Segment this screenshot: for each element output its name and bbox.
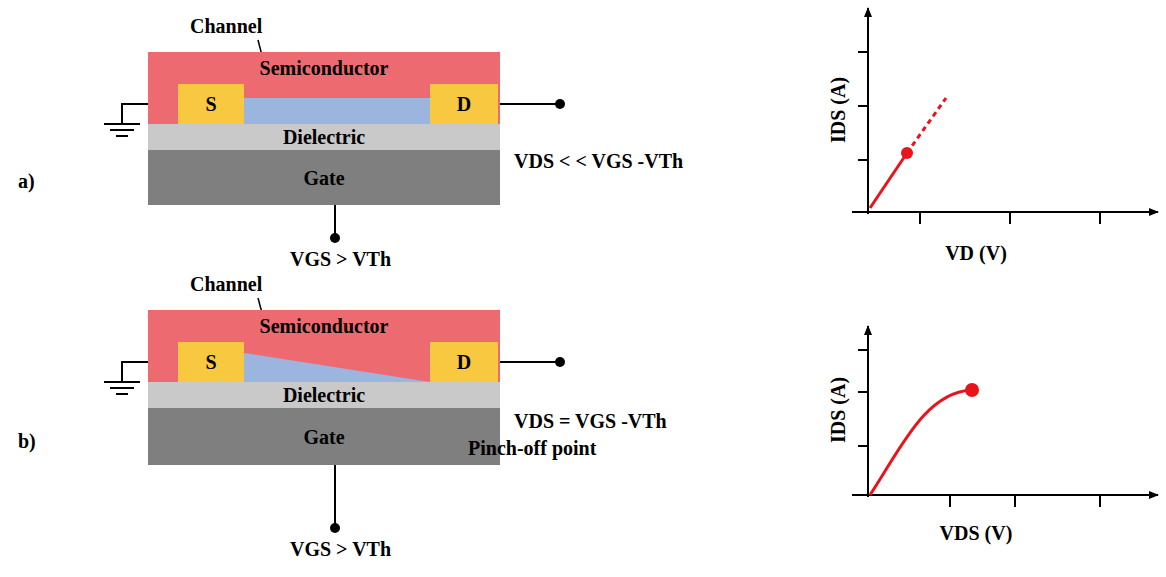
layer-label: S	[205, 351, 216, 373]
gate-electrode: Gate	[148, 150, 500, 205]
callout-label: Pinch-off point	[468, 437, 596, 459]
callout-label: Channel	[190, 273, 262, 295]
layer-label: D	[457, 93, 471, 115]
layer-label: Gate	[303, 426, 344, 448]
dielectric-layer: Dielectric	[148, 382, 500, 408]
source-contact: S	[178, 84, 244, 124]
layer-label: Semiconductor	[260, 315, 389, 337]
drain-contact: D	[430, 342, 498, 382]
layer-label: Gate	[303, 167, 344, 189]
bias-condition: VGS > VTh	[290, 248, 391, 270]
axis-title: IDS (A)	[827, 77, 849, 143]
semiconductor-layer: SemiconductorS D	[148, 310, 500, 382]
gate-electrode: Gate	[148, 408, 500, 465]
drain-contact: D	[430, 84, 498, 124]
layer-label: Dielectric	[283, 384, 365, 406]
axis-tick	[858, 52, 1100, 507]
iv-curve	[870, 98, 979, 495]
bias-condition: VDS = VGS -VTh	[514, 410, 667, 432]
dielectric-layer: Dielectric	[148, 124, 500, 150]
axis-title: IDS (A)	[827, 377, 849, 443]
panel-letter: a)	[18, 170, 35, 192]
layer-label: Dielectric	[283, 126, 365, 148]
axis-title: VD (V)	[945, 242, 1007, 264]
layer-label: S	[205, 93, 216, 115]
callout-label: Channel	[190, 15, 262, 37]
graph-axis	[852, 8, 1158, 497]
panel-letter: b)	[18, 430, 36, 452]
layer-label: D	[457, 351, 471, 373]
axis-title: VDS (V)	[940, 522, 1013, 544]
layer-label: Semiconductor	[260, 57, 389, 79]
bias-condition: VDS < < VGS -VTh	[514, 150, 683, 172]
bias-condition: VGS > VTh	[290, 538, 391, 560]
semiconductor-layer: SemiconductorS D	[148, 52, 500, 124]
source-contact: S	[178, 342, 244, 382]
